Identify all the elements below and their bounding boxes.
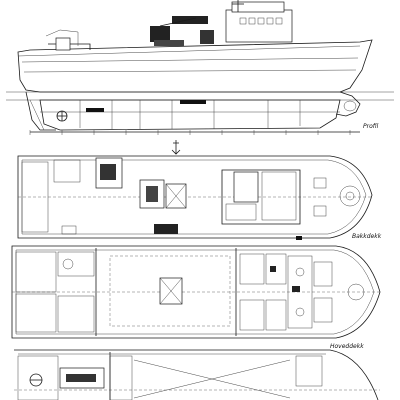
forecastle-deck-plan: Bakkdekk [17,155,382,240]
deck-crane [150,16,214,46]
anchor-icon [171,140,181,155]
main-deck-label: Hoveddekk [330,343,364,350]
propeller-icon [56,110,68,122]
main-deck-plan: Hoveddekk [11,245,381,350]
lower-deck-outline [14,349,379,400]
profile-view: Profil [6,0,394,155]
hull-profile [17,39,373,93]
lower-deck-plan [14,349,380,400]
forecastle-deck-label: Bakkdekk [352,233,382,240]
forecastle-deck-outline [17,155,373,239]
wheelhouse [225,9,293,43]
profile-label: Profil [363,123,379,130]
